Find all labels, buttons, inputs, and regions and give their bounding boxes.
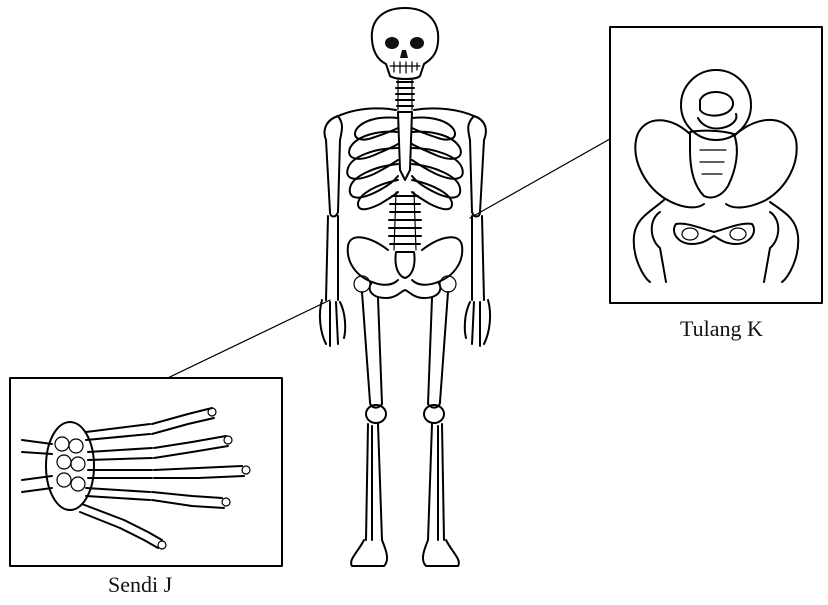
inset-sendi-j	[10, 378, 282, 566]
label-sendi-j: Sendi J	[108, 572, 172, 598]
sternum	[398, 112, 412, 180]
label-tulang-k: Tulang K	[680, 316, 763, 342]
right-leg	[423, 292, 459, 566]
left-leg	[351, 292, 387, 566]
ribcage-right	[412, 118, 463, 210]
lumbar-spine	[389, 192, 421, 250]
inset-tulang-k	[610, 27, 822, 303]
left-arm	[320, 116, 345, 346]
inset-k-frame	[610, 27, 822, 303]
cervical-spine	[396, 80, 414, 110]
inset-j-frame	[10, 378, 282, 566]
human-skeleton	[320, 8, 490, 566]
ribcage-left	[347, 118, 398, 210]
skull	[372, 8, 438, 79]
right-arm	[465, 116, 490, 346]
pelvis	[348, 237, 463, 298]
